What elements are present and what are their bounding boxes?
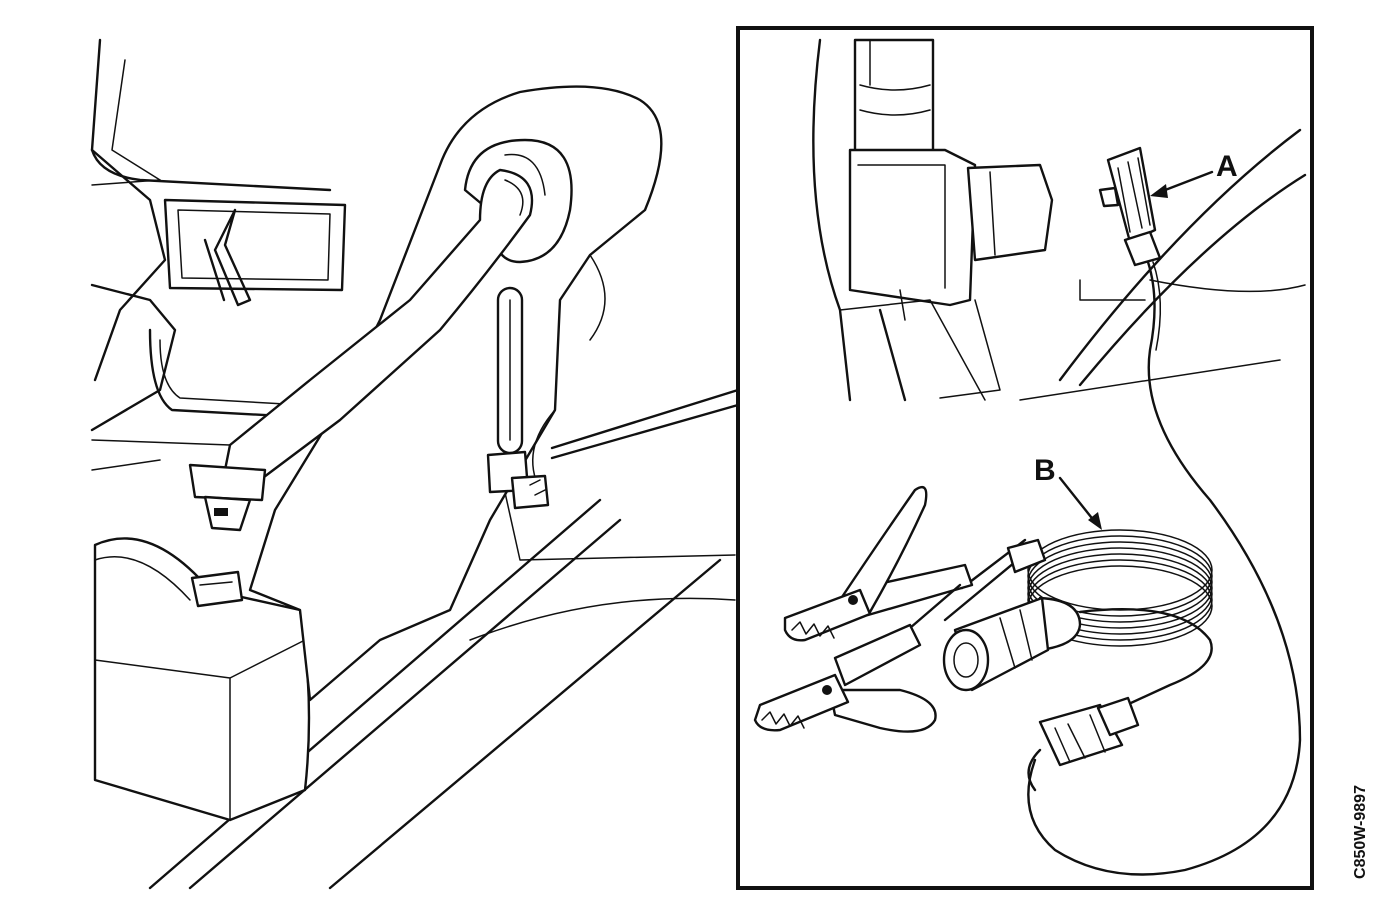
- magnifier-lines: [550, 388, 740, 460]
- door-and-interior: [90, 38, 394, 471]
- connector-a: [1027, 146, 1302, 876]
- figure-code: C850W-9897: [1352, 785, 1369, 879]
- leader-a: [1150, 170, 1214, 198]
- belt-buckle: [188, 463, 267, 532]
- callout-label-a: A: [1216, 150, 1238, 183]
- inset-bracket: [848, 148, 1054, 399]
- upper-clip: [783, 485, 1047, 642]
- cigar-plug: [942, 596, 1082, 692]
- floor-tunnel-lines: [148, 469, 736, 890]
- b-pillar-rail: [486, 286, 550, 510]
- inset-seat-floor: [839, 128, 1307, 402]
- lower-clip: [753, 583, 962, 733]
- leader-b: [1058, 476, 1102, 530]
- door-handle-recess: [163, 198, 347, 307]
- lower-belt-anchor: [190, 570, 244, 608]
- connector-b-end: [1027, 696, 1140, 792]
- shoulder-belt: [223, 168, 534, 482]
- callout-label-b: B: [1034, 454, 1056, 487]
